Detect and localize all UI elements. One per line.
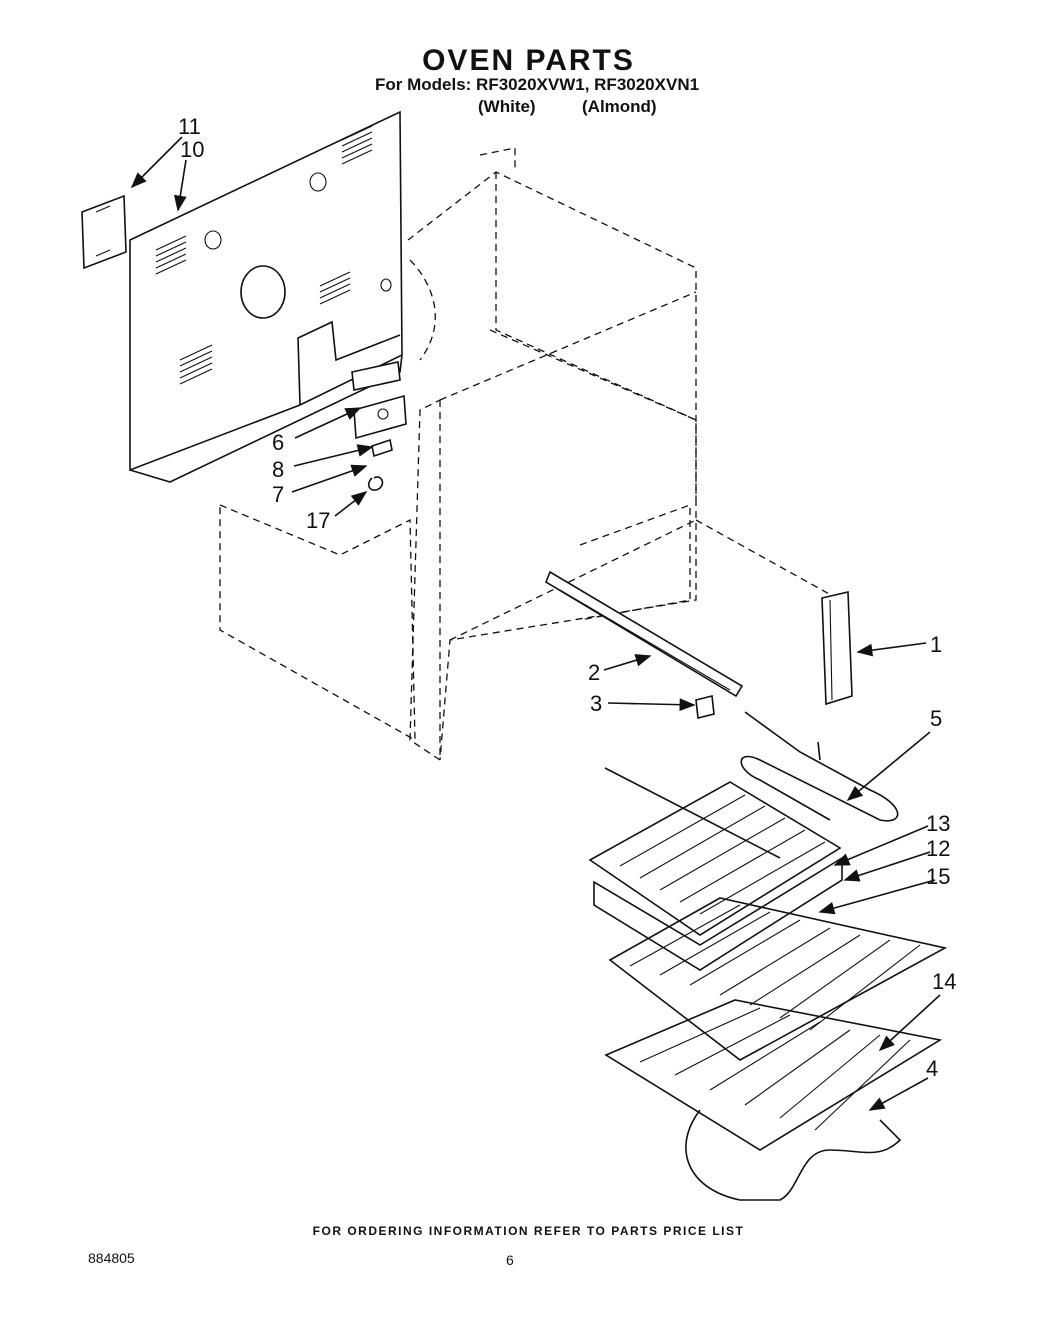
terminal-block-parts: [351, 361, 407, 491]
part-3-bracket: [695, 695, 715, 719]
callout-15: 15: [926, 864, 950, 889]
part-12-13-broil-pan: [588, 767, 843, 971]
callout-12: 12: [926, 836, 950, 861]
callout-14: 14: [932, 969, 956, 994]
page-title: OVEN PARTS: [422, 44, 635, 77]
page-number: 6: [506, 1252, 514, 1268]
part-14-lower-rack: [604, 999, 943, 1151]
callout-17: 17: [306, 508, 330, 533]
callout-2: 2: [588, 660, 600, 685]
color-almond-label: (Almond): [582, 97, 657, 116]
part-2-rail: [545, 570, 744, 698]
part-11-bracket: [81, 194, 127, 270]
callout-1: 1: [930, 632, 942, 657]
callout-3: 3: [590, 691, 602, 716]
document-number: 884805: [88, 1250, 135, 1266]
callout-13: 13: [926, 811, 950, 836]
callout-11: 11: [178, 114, 201, 139]
part-5-broil-element: [740, 711, 899, 822]
callout-4: 4: [926, 1056, 938, 1081]
leader-lines: [130, 136, 941, 1111]
callout-6: 6: [272, 430, 284, 455]
callout-10: 10: [180, 137, 204, 162]
callout-8: 8: [272, 457, 284, 482]
callout-5: 5: [930, 706, 942, 731]
part-1-side-trim: [821, 591, 853, 706]
part-15-rack: [608, 897, 948, 1061]
oven-cavity-outline: [219, 147, 841, 762]
part-4-bake-element: [685, 1109, 902, 1201]
models-line: For Models: RF3020XVW1, RF3020XVN1: [375, 75, 700, 94]
part-10-rear-panel: [129, 110, 403, 483]
ordering-info-note: FOR ORDERING INFORMATION REFER TO PARTS …: [312, 1224, 745, 1238]
color-white-label: (White): [478, 97, 536, 116]
callout-7: 7: [272, 482, 284, 507]
